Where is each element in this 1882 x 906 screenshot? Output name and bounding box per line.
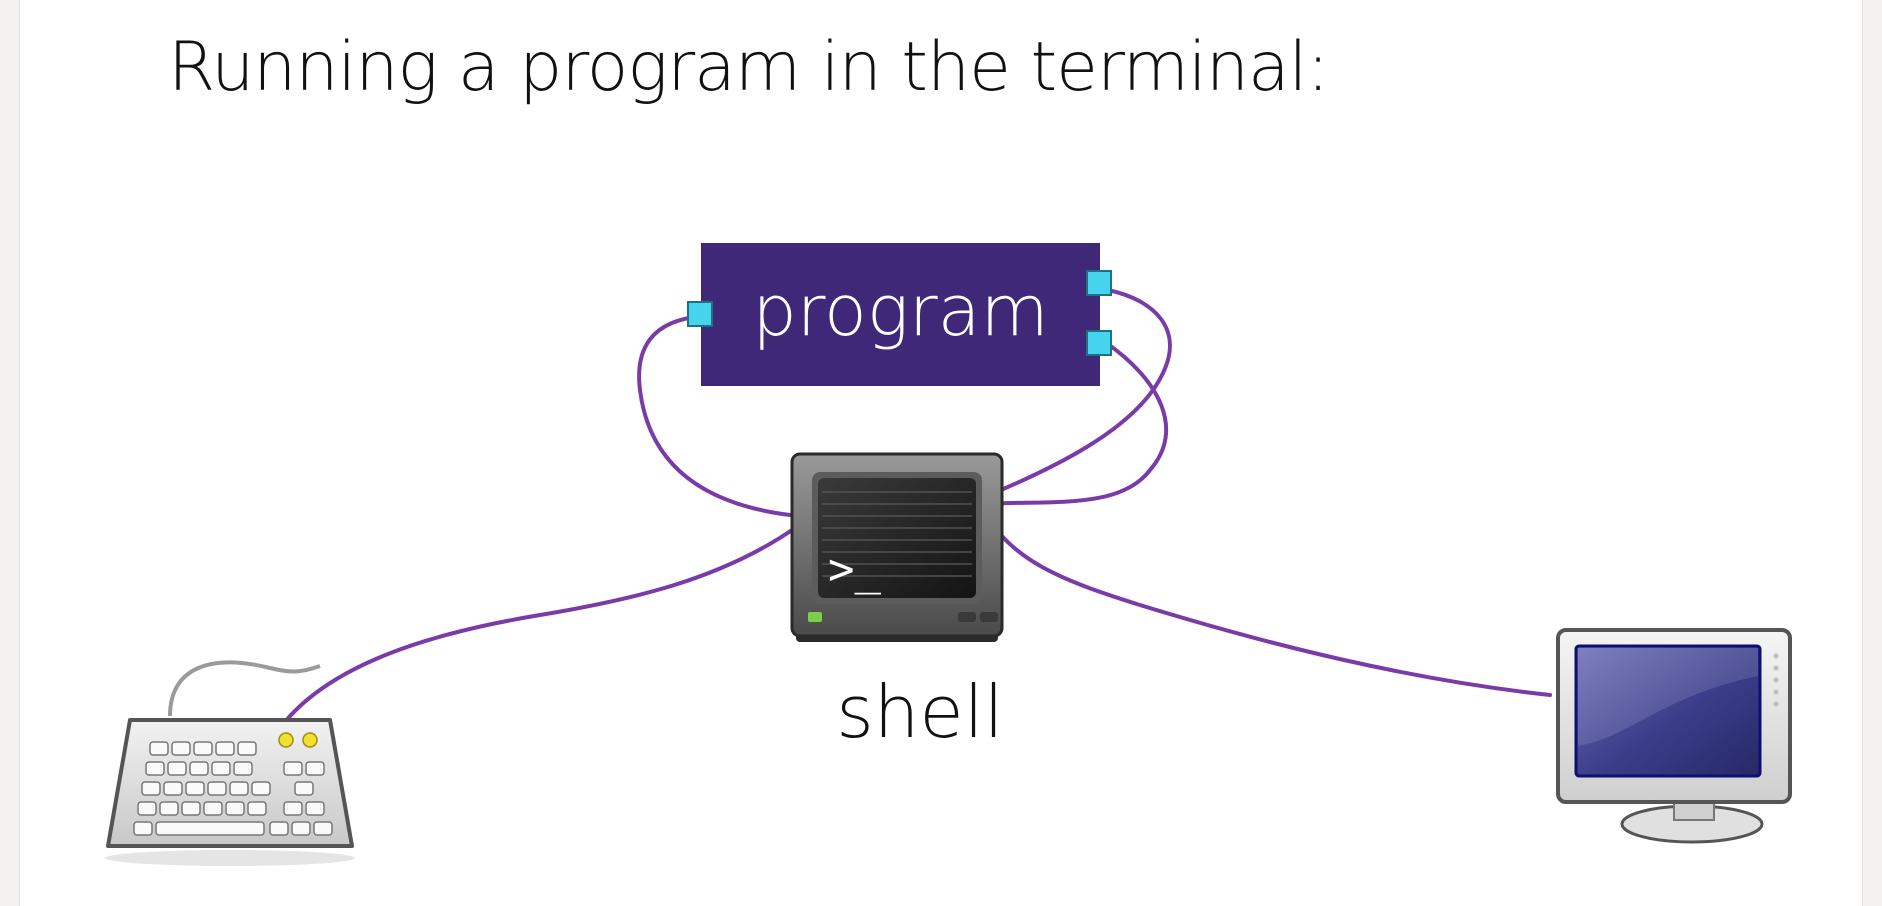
shell-prompt: >_ bbox=[828, 544, 881, 595]
program-stdout-port bbox=[1086, 270, 1112, 296]
wire-shell-monitor bbox=[980, 506, 1552, 697]
wire-program-out2-shell bbox=[980, 340, 1169, 506]
program-label: program bbox=[752, 269, 1049, 352]
wire-program-in-shell bbox=[637, 314, 792, 517]
wire-program-out1-shell bbox=[980, 288, 1172, 500]
program-box: program bbox=[701, 243, 1100, 386]
program-stdin-port bbox=[687, 301, 713, 327]
slide-title: Running a program in the terminal: bbox=[168, 28, 1329, 107]
keyboard-icon bbox=[105, 660, 355, 866]
wire-keyboard-shell bbox=[270, 526, 797, 742]
slide: Running a program in the terminal: progr… bbox=[20, 0, 1862, 906]
monitor-icon bbox=[1556, 628, 1792, 844]
connection-wires bbox=[270, 288, 1552, 742]
shell-label: shell bbox=[836, 670, 1004, 754]
program-stderr-port bbox=[1086, 330, 1112, 356]
terminal-icon: >_ bbox=[790, 452, 1004, 642]
